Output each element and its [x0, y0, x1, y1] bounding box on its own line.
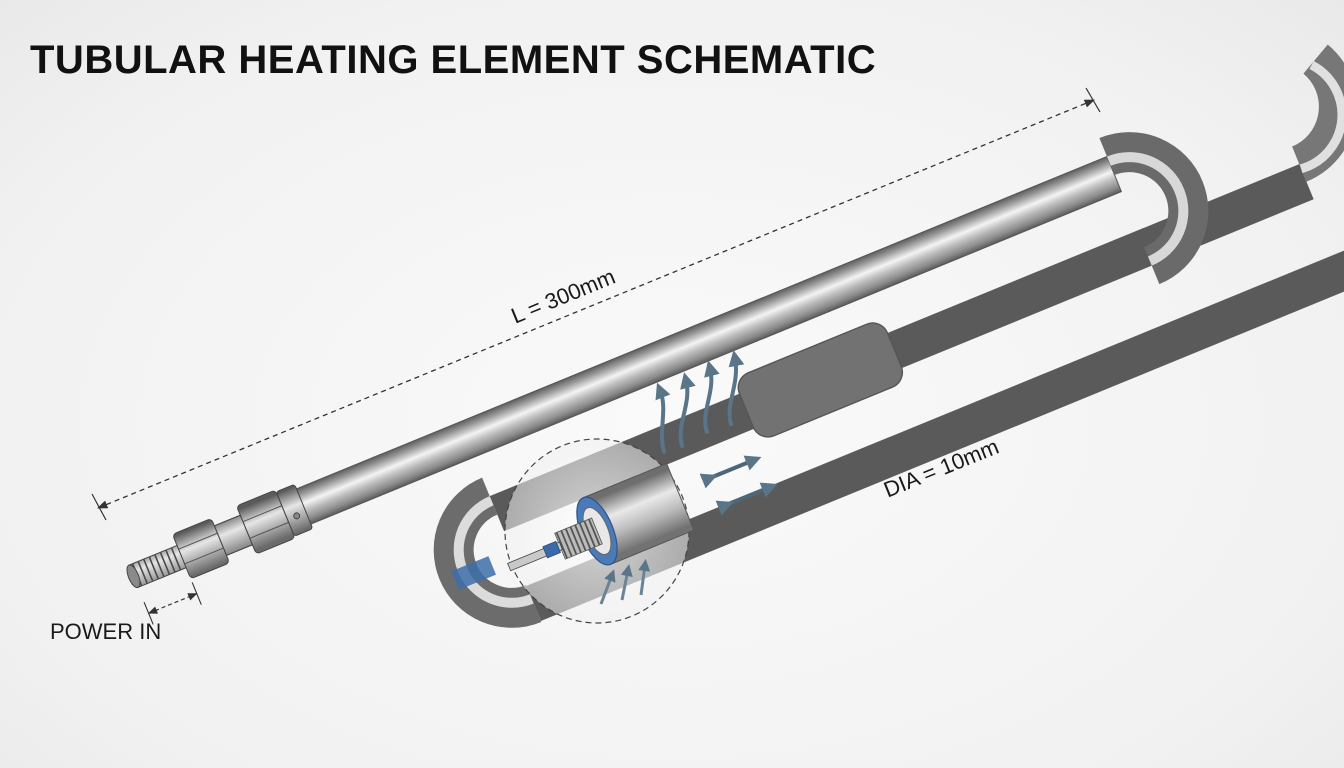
- diagram-title: TUBULAR HEATING ELEMENT SCHEMATIC: [30, 38, 877, 82]
- heat-sleeve: [737, 322, 904, 438]
- up-heat-arrow-icon: [655, 350, 745, 454]
- upper-tube: [292, 156, 1122, 526]
- power-in-label: POWER IN: [50, 619, 162, 644]
- heating-element: [126, 44, 1344, 628]
- threaded-stud-icon: [126, 544, 187, 589]
- cutaway-magnifier: [451, 438, 695, 624]
- power-dimension-line: [147, 593, 198, 614]
- lower-tube: [489, 164, 1314, 532]
- heat-arrows-inner: [599, 559, 651, 605]
- length-label: L = 300mm: [508, 264, 619, 329]
- double-arrow-icon: [699, 455, 778, 516]
- heating-coil: [554, 517, 603, 560]
- length-tick-end: [1085, 87, 1101, 113]
- length-tick-start: [91, 493, 107, 521]
- bottom-tube: [526, 236, 1344, 622]
